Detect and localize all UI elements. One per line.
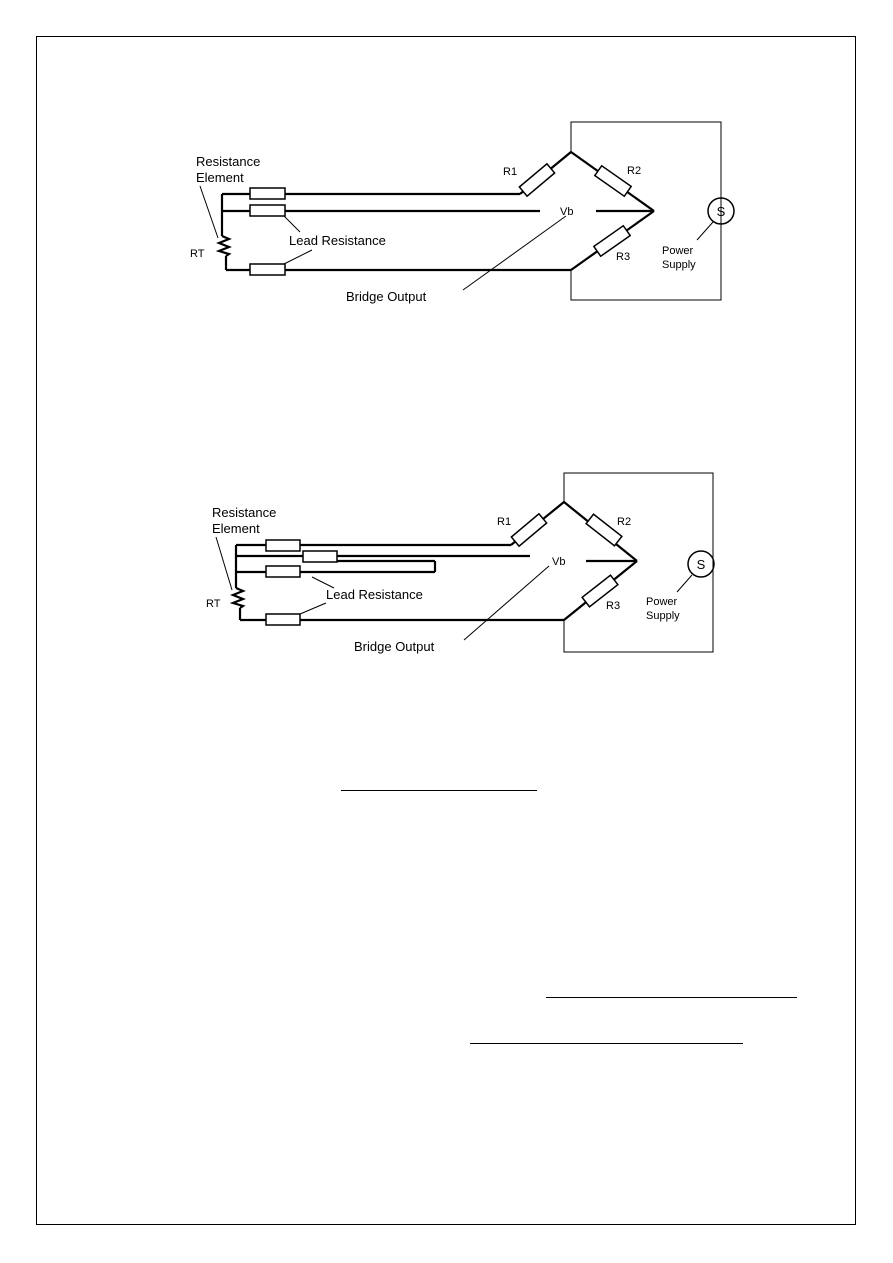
blank-line-1 xyxy=(341,790,537,791)
lead-resistor-top xyxy=(249,187,286,200)
bridge-output-leader xyxy=(462,215,567,291)
power-supply-leader xyxy=(676,574,693,593)
power-supply-label-line2: Supply xyxy=(662,259,696,271)
lead-resistance-leader-down xyxy=(283,249,313,265)
lead-resistor-2 xyxy=(302,550,338,563)
lead-resistance-label: Lead Resistance xyxy=(326,587,423,602)
r2-label: R2 xyxy=(617,516,631,528)
lead-resistance-leader-down xyxy=(299,602,327,615)
four-wire-rtd-bridge-diagram: S Power Supply Resistance Element RT Lea… xyxy=(206,472,715,654)
bridge-frame xyxy=(570,121,722,301)
lead-resistor-middle xyxy=(249,204,286,217)
rt-label: RT xyxy=(206,598,221,610)
source-label: S xyxy=(717,204,726,219)
lead-resistance-leader-up xyxy=(283,215,301,233)
lead-resistor-4 xyxy=(265,613,301,626)
bridge-output-label: Bridge Output xyxy=(354,639,435,654)
lead-resistor-3 xyxy=(265,565,301,578)
power-supply-label-line2: Supply xyxy=(646,610,680,622)
resistor-r2 xyxy=(585,513,623,547)
vb-label: Vb xyxy=(552,556,565,568)
r3-label: R3 xyxy=(606,600,620,612)
rt-label: RT xyxy=(190,248,205,260)
lead-resistor-1 xyxy=(265,539,301,552)
power-supply-leader xyxy=(696,221,714,241)
resistance-element-label-line2: Element xyxy=(196,170,244,185)
resistor-r3 xyxy=(592,224,632,258)
page-border xyxy=(36,36,856,1225)
resistance-element-leader xyxy=(215,536,233,591)
resistance-element-leader xyxy=(199,185,219,239)
r3-label: R3 xyxy=(616,251,630,263)
three-wire-rtd-bridge-diagram: S Power Supply Resistance Element RT Lea… xyxy=(190,121,735,304)
power-supply-label-line1: Power xyxy=(646,596,678,608)
lead-resistance-label: Lead Resistance xyxy=(289,233,386,248)
resistance-element-label-line1: Resistance xyxy=(212,505,276,520)
resistance-element-label-line2: Element xyxy=(212,521,260,536)
resistance-element-label-line1: Resistance xyxy=(196,154,260,169)
power-supply-label-line1: Power xyxy=(662,245,694,257)
r1-label: R1 xyxy=(497,516,511,528)
resistor-r2 xyxy=(593,164,633,198)
bridge-output-leader xyxy=(463,565,550,641)
resistor-r1 xyxy=(518,162,556,198)
r2-label: R2 xyxy=(627,165,641,177)
bridge-output-label: Bridge Output xyxy=(346,289,427,304)
resistor-r3 xyxy=(581,574,619,608)
r1-label: R1 xyxy=(503,166,517,178)
source-label: S xyxy=(697,557,706,572)
lead-resistor-bottom xyxy=(249,263,286,276)
lead-resistance-leader-up xyxy=(311,576,335,589)
blank-line-2 xyxy=(546,997,797,998)
bridge-frame xyxy=(563,472,714,653)
power-supply-source xyxy=(687,550,715,578)
rt-resistor xyxy=(229,586,246,609)
resistor-r1 xyxy=(510,512,548,548)
rt-resistor xyxy=(215,234,232,257)
vb-label: Vb xyxy=(560,206,573,218)
power-supply-source xyxy=(707,197,735,225)
blank-line-3 xyxy=(470,1043,743,1044)
